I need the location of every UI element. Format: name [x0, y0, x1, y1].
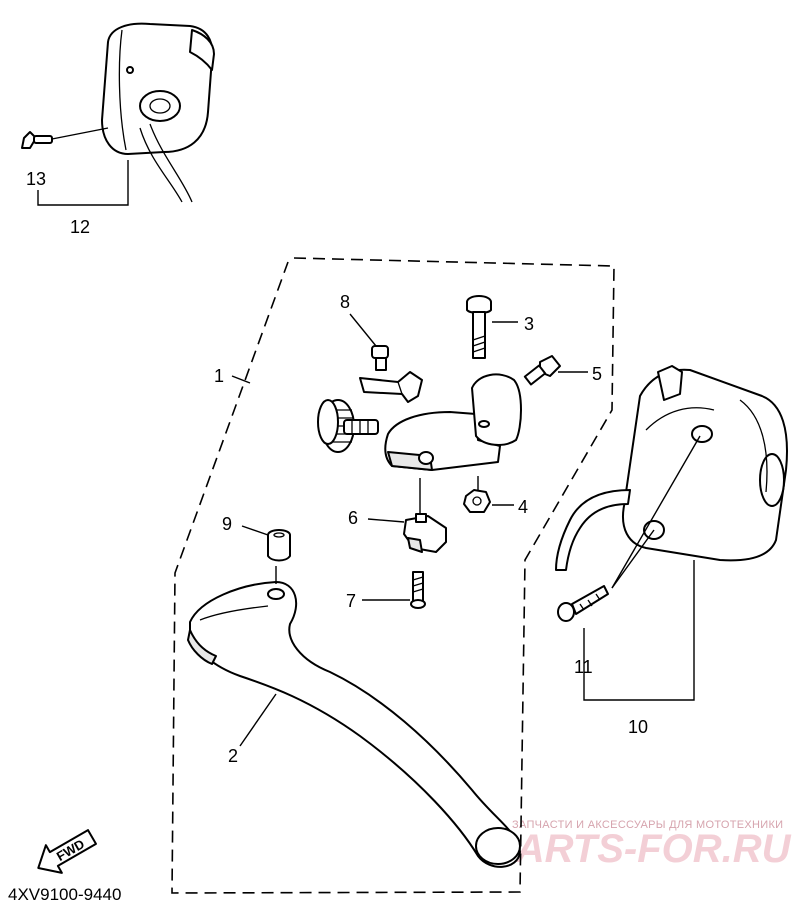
callout-9: 9: [222, 514, 232, 534]
watermark-tagline: ЗАПЧАСТИ И АКСЕССУАРЫ ДЛЯ МОТОТЕХНИКИ: [512, 819, 783, 831]
lever-holder: [384, 373, 522, 471]
nut-4: [463, 489, 491, 513]
callout-1: 1: [214, 366, 224, 386]
assembly-boundary: [171, 257, 615, 894]
switch-bracket: [359, 371, 423, 403]
collar-9: [267, 529, 291, 562]
watermark-logo: PARTS-FOR.RU: [492, 827, 792, 871]
screw-13: [21, 131, 53, 149]
handlebar-switch-left: [101, 22, 215, 203]
screw-11: [557, 585, 609, 622]
bolt-3: [466, 295, 492, 359]
callout-10: 10: [628, 717, 648, 737]
callout-4: 4: [518, 497, 528, 517]
callout-6: 6: [348, 508, 358, 528]
callout-5: 5: [592, 364, 602, 384]
bolt-5: [523, 355, 561, 386]
switch-6: [403, 513, 447, 553]
screw-8: [371, 345, 389, 371]
adjuster-knob: [317, 399, 379, 453]
callout-13: 13: [26, 169, 46, 189]
handlebar-switch-right: [555, 365, 788, 571]
callout-7: 7: [346, 591, 356, 611]
callout-8: 8: [340, 292, 350, 312]
fwd-arrow-icon: FWD: [37, 829, 97, 874]
callout-3: 3: [524, 314, 534, 334]
callout-2: 2: [228, 746, 238, 766]
callout-11: 11: [574, 657, 593, 677]
lever-2: [187, 581, 521, 868]
callout-12: 12: [70, 217, 90, 237]
diagram-code: 4XV9100-9440: [8, 885, 121, 904]
screw-7: [410, 571, 426, 609]
